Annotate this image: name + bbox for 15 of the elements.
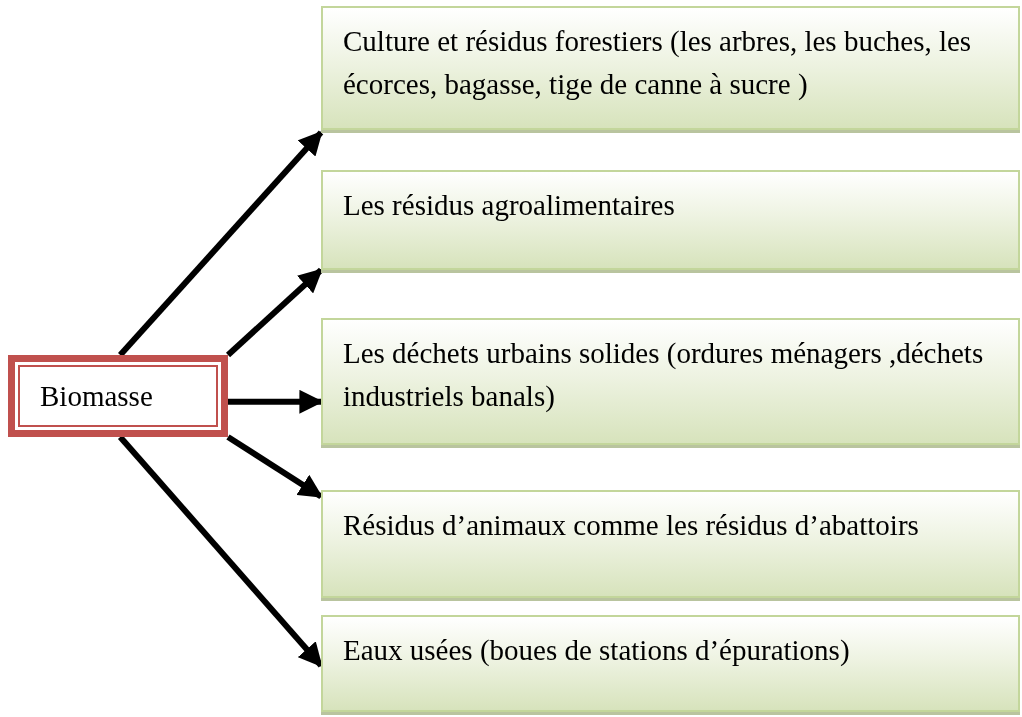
node-text: Résidus d’animaux comme les résidus d’abattoirs [343,508,920,543]
category-box [321,6,1020,130]
node-text: Les déchets urbains solides (ordures ménagers ,déchets industriels banals) [343,336,985,414]
source-box [8,355,228,437]
arrow [117,130,324,357]
category-box [321,170,1020,270]
node-text: Culture et résidus forestiers (les arbres, les buches, les écorces, bagasse, tige de canne à sucre ) [343,24,973,102]
arrow [225,267,324,358]
category-box [321,318,1020,445]
node-text: Eaux usées (boues de stations d’épurations) [343,633,851,668]
node-text: Biomasse [40,378,153,414]
category-box [321,490,1020,598]
node-text: Les résidus agroalimentaires [343,188,676,223]
arrow [226,434,323,499]
category-box [321,615,1020,712]
